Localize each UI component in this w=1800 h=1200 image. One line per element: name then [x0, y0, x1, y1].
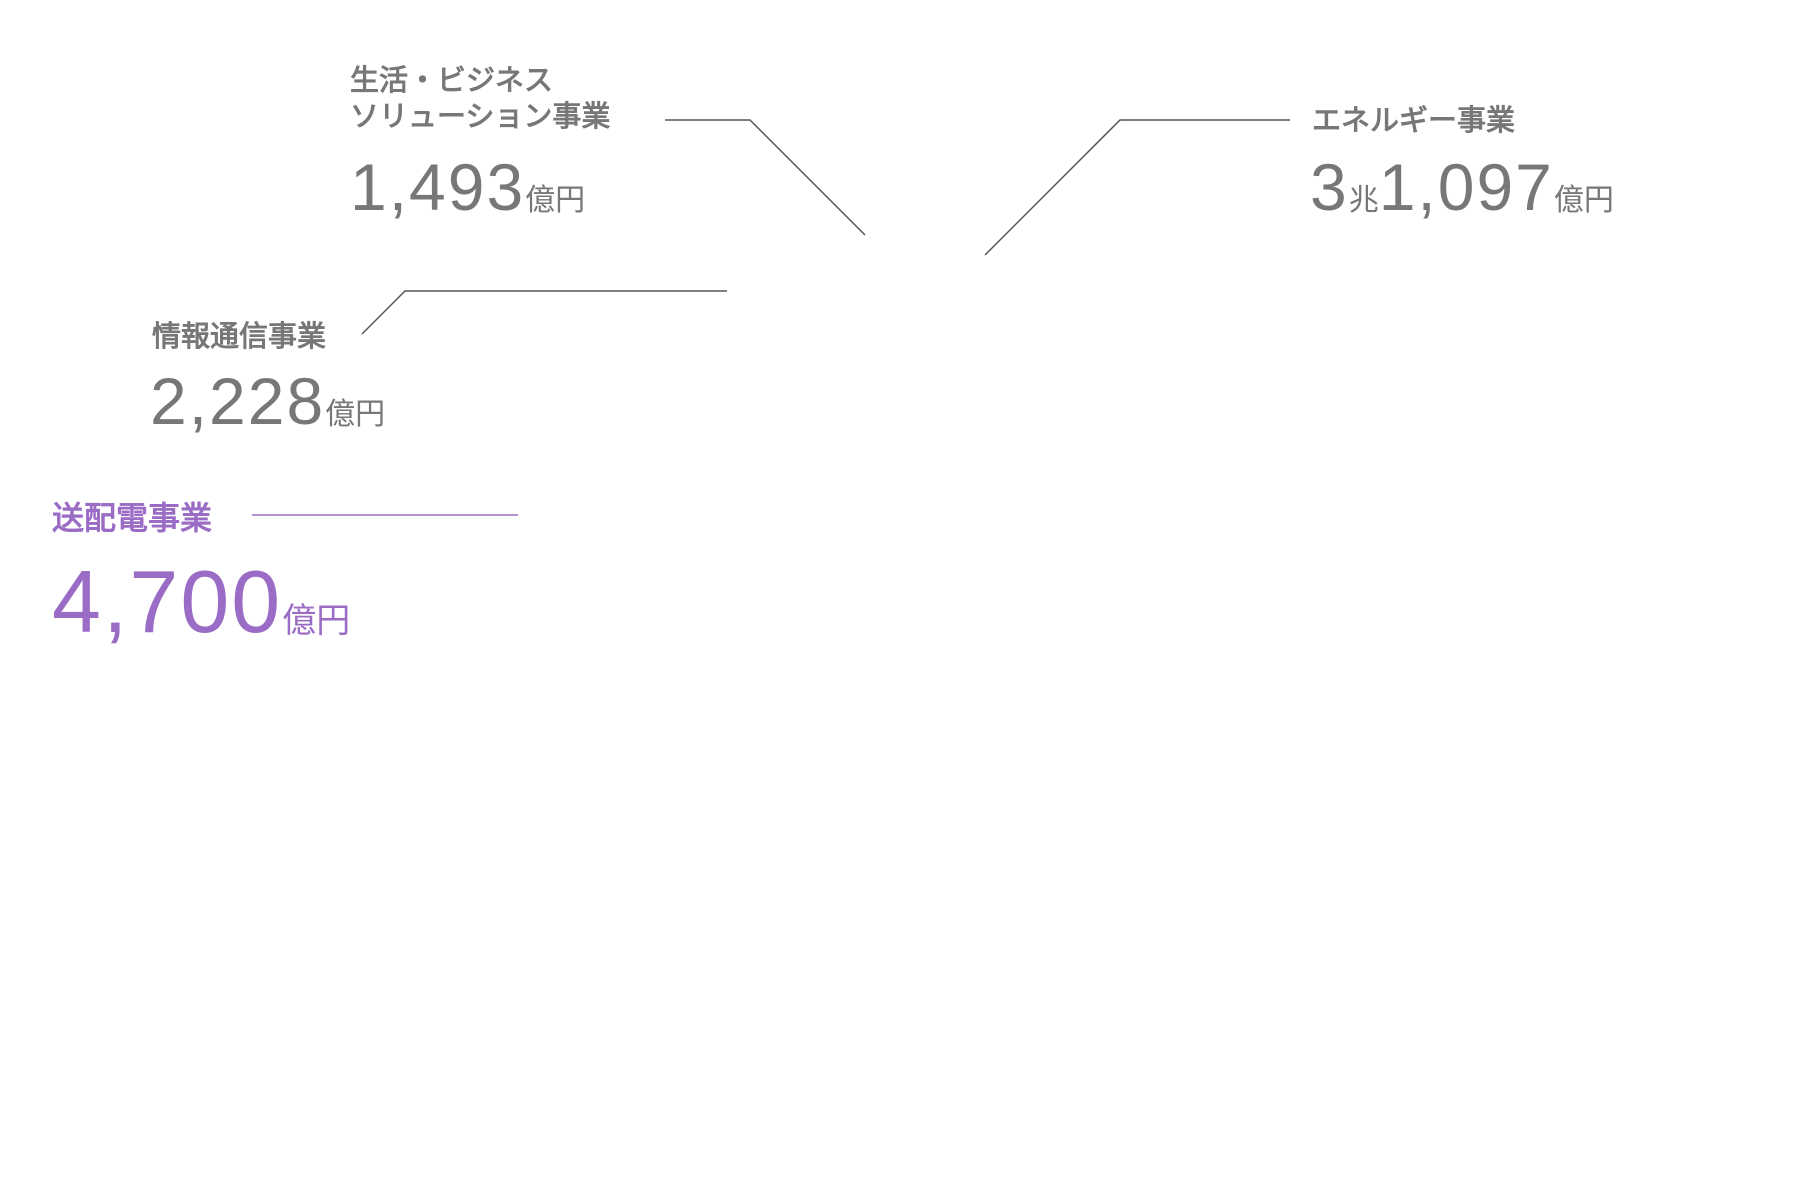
segment-value-life-business-unit: 億円	[525, 183, 586, 218]
segment-name-life-business-line2: ソリューション事業	[350, 99, 611, 134]
segment-value-life-business-number: 1,493	[350, 150, 526, 224]
segment-name-transmission: 送配電事業	[52, 499, 213, 537]
segment-value-transmission: 4,700億円	[52, 558, 350, 646]
leader-line-energy	[984, 119, 1290, 256]
segment-value-ict-unit: 億円	[325, 397, 386, 432]
segment-value-transmission-unit: 億円	[282, 601, 351, 641]
segment-name-life-business-line1: 生活・ビジネス	[350, 63, 554, 97]
segment-value-ict-number: 2,228	[150, 364, 326, 438]
segment-value-life-business: 1,493億円	[350, 154, 585, 220]
segment-value-transmission-number: 4,700	[52, 552, 283, 651]
segment-name-ict: 情報通信事業	[152, 319, 327, 353]
segment-label-life-business: 生活・ビジネス ソリューション事業	[350, 62, 610, 135]
segment-value-energy-oku: 1,097	[1378, 150, 1554, 224]
segment-value-energy-trillion-unit: 兆	[1348, 183, 1379, 218]
segment-value-energy-unit: 億円	[1553, 183, 1614, 218]
segment-value-energy-trillion: 3	[1310, 150, 1349, 224]
segment-name-energy: エネルギー事業	[1312, 103, 1516, 137]
segment-value-energy: 3兆1,097億円	[1310, 154, 1614, 220]
segment-label-transmission: 送配電事業	[52, 498, 212, 538]
segment-value-ict: 2,228億円	[150, 368, 385, 434]
segment-label-ict: 情報通信事業	[152, 318, 326, 354]
leader-line-life-business	[665, 119, 866, 236]
leader-line-ict	[361, 290, 727, 335]
segment-label-energy: エネルギー事業	[1312, 102, 1515, 138]
